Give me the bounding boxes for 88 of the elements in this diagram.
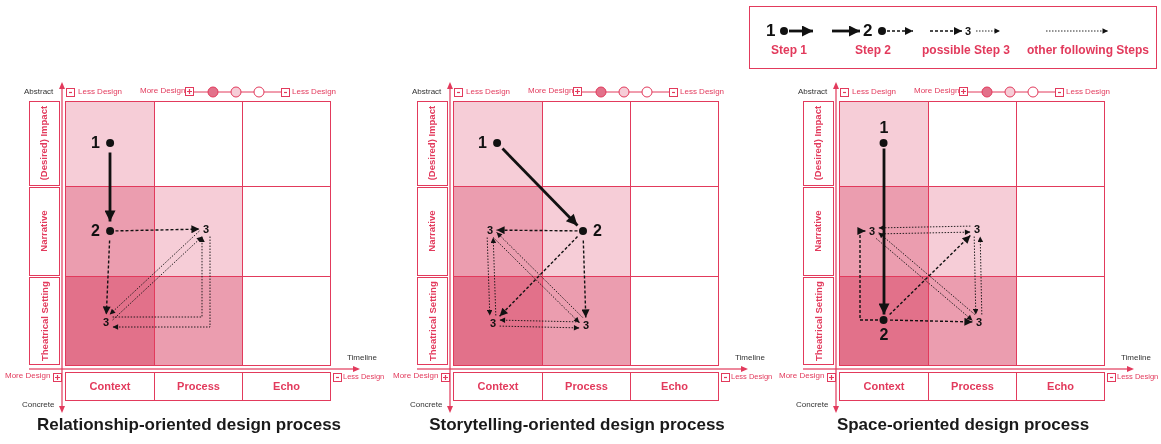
arrow <box>888 234 972 316</box>
axis-label: Timeline <box>347 354 377 362</box>
column-header-box <box>630 372 719 401</box>
row-header-box <box>803 101 834 186</box>
axis-label: Concrete <box>410 401 443 409</box>
step-number: 1 <box>478 135 487 151</box>
panel-title: Relationship-oriented design process <box>35 416 343 433</box>
arrow <box>501 147 579 227</box>
row-label: Theatrical Setting <box>37 281 51 361</box>
axis-label: Less Design <box>292 88 337 96</box>
row-header-box <box>29 277 60 365</box>
axis-label: More Design <box>914 87 960 95</box>
step-number: 3 <box>484 224 496 236</box>
row-label: (Desired) Impact <box>37 106 51 181</box>
row-header-box <box>29 187 60 276</box>
legend-label: other following Steps <box>1027 44 1149 56</box>
axis-label: More Design <box>779 372 825 380</box>
row-label: (Desired) Impact <box>425 106 439 181</box>
column-header-box <box>154 372 243 401</box>
legend-label: Step 2 <box>855 44 891 56</box>
step-number: 3 <box>866 225 878 237</box>
column-label: Process <box>951 379 994 395</box>
row-header-box <box>803 277 834 365</box>
column-label: Echo <box>273 379 300 395</box>
step-number: 3 <box>487 317 499 329</box>
legend-label: possible Step 3 <box>922 44 1010 56</box>
step-number: 3 <box>973 316 985 328</box>
arrow <box>581 239 590 319</box>
step-number: 2 <box>879 327 889 343</box>
row-label: Theatrical Setting <box>425 281 439 361</box>
step-number: 1 <box>879 120 889 136</box>
axis-label: Less Design <box>680 88 725 96</box>
column-label: Echo <box>661 379 688 395</box>
row-header-box <box>417 101 448 186</box>
column-label: Echo <box>1047 379 1074 395</box>
axis-label: Less Design <box>466 88 511 96</box>
column-label: Context <box>89 379 131 395</box>
arrow <box>102 239 111 316</box>
step-number: 3 <box>100 316 112 328</box>
row-header-box <box>417 277 448 365</box>
step-number: 3 <box>580 319 592 331</box>
column-label: Context <box>863 379 905 395</box>
arrow <box>857 227 879 321</box>
column-label: Process <box>177 379 220 395</box>
axis-label: Less Design <box>852 88 897 96</box>
axis-label: More Design <box>528 87 574 95</box>
axis-label: More Design <box>140 87 186 95</box>
row-label: Narrative <box>37 210 51 253</box>
row-label: (Desired) Impact <box>811 106 825 181</box>
arrow <box>495 226 579 235</box>
row-label: Narrative <box>811 210 825 253</box>
column-label: Process <box>565 379 608 395</box>
step-number: 1 <box>766 22 776 39</box>
arrow <box>114 225 201 234</box>
step-number: 1 <box>91 135 100 151</box>
column-header-box <box>928 372 1017 401</box>
step-number: 3 <box>971 223 983 235</box>
axis-label: Concrete <box>796 401 829 409</box>
step-number: 3 <box>965 25 972 37</box>
arrow <box>878 148 890 315</box>
arrow <box>104 152 116 222</box>
axis-label: Concrete <box>22 401 55 409</box>
panel-title: Space-oriented design process <box>835 416 1091 433</box>
column-label: Context <box>477 379 519 395</box>
axis-label: Timeline <box>735 354 765 362</box>
row-label: Narrative <box>425 210 439 253</box>
row-header-box <box>803 187 834 276</box>
axis-label: Timeline <box>1121 354 1151 362</box>
step-number: 3 <box>200 223 212 235</box>
step-number: 2 <box>593 223 602 239</box>
axis-label: More Design <box>393 372 439 380</box>
column-header-box <box>542 372 631 401</box>
step-number: 2 <box>91 223 100 239</box>
panel-title: Storytelling-oriented design process <box>428 416 726 433</box>
column-header-box <box>839 372 929 401</box>
column-header-box <box>65 372 155 401</box>
arrow <box>889 317 974 326</box>
step-number: 2 <box>863 22 873 39</box>
row-header-box <box>417 187 448 276</box>
axis-label: More Design <box>5 372 51 380</box>
row-label: Theatrical Setting <box>811 281 825 361</box>
column-header-box <box>453 372 543 401</box>
column-header-box <box>242 372 331 401</box>
axis-label: Less Design <box>78 88 123 96</box>
legend-label: Step 1 <box>771 44 807 56</box>
column-header-box <box>1016 372 1105 401</box>
axis-label: Less Design <box>1066 88 1111 96</box>
row-header-box <box>29 101 60 186</box>
